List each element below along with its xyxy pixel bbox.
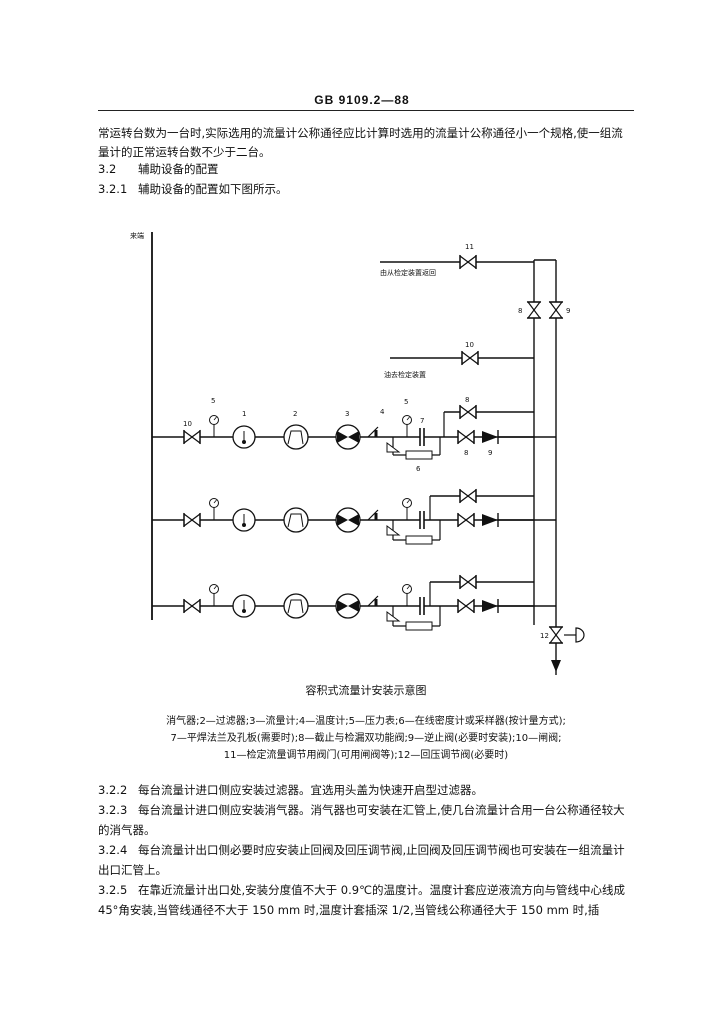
valve-12-icon xyxy=(548,626,564,644)
label-inlet-header: 来端 xyxy=(130,231,144,240)
label-8: 8 xyxy=(465,396,469,404)
label-5: 5 xyxy=(211,397,215,405)
clause-number: 3.2.3 xyxy=(98,803,128,817)
label-10: 10 xyxy=(183,420,192,428)
branch-2 xyxy=(152,488,556,545)
label-10: 10 xyxy=(465,341,474,349)
section-number: 3.2.1 xyxy=(98,182,128,196)
figure-legend-line-1: 消气器;2—过滤器;3—流量计;4—温度计;5—压力表;6—在线密度计或采样器(… xyxy=(166,716,566,727)
valve-8-vertical-icon xyxy=(526,301,542,319)
figure-legend-line-2: 7—平焊法兰及孔板(需要时);8—截止与检漏双功能阀;9—逆止阀(必要时安装);… xyxy=(170,733,562,744)
label-8: 8 xyxy=(464,449,468,457)
valve-11-icon xyxy=(459,254,477,270)
label-9: 9 xyxy=(566,307,570,315)
label-12: 12 xyxy=(540,632,549,640)
label-6: 6 xyxy=(416,465,421,473)
clause-number: 3.2.4 xyxy=(98,843,128,857)
section-number: 3.2 xyxy=(98,162,117,176)
label-9: 9 xyxy=(488,449,492,457)
label-1: 1 xyxy=(242,410,246,418)
clause-number: 3.2.2 xyxy=(98,783,128,797)
valve-9-vertical-icon xyxy=(548,301,564,319)
label-5: 5 xyxy=(404,398,408,406)
section-title: 辅助设备的配置 xyxy=(138,162,219,176)
section-title: 辅助设备的配置如下图所示。 xyxy=(138,182,288,196)
label-11: 11 xyxy=(465,243,474,251)
label-8: 8 xyxy=(518,307,522,315)
clause-text: 每台流量计出口侧必要时应安装止回阀及回压调节阀,止回阀及回压调节阀也可安装在一组… xyxy=(98,843,625,877)
section-3-2-heading: 3.2 辅助设备的配置 xyxy=(98,160,634,179)
figure-legend-line-3: 11—检定流量调节用阀门(可用闸阀等);12—回压调节阀(必要时) xyxy=(223,750,509,761)
clause-text: 在靠近流量计出口处,安装分度值不大于 0.9℃的温度计。温度计套应逆液流方向与管… xyxy=(98,883,626,917)
clause-text: 每台流量计进口侧应安装消气器。消气器也可安装在汇管上,使几台流量计合用一台公称通… xyxy=(98,803,625,837)
valve-10-outlet-icon xyxy=(461,350,479,366)
section-3-2-1-heading: 3.2.1 辅助设备的配置如下图所示。 xyxy=(98,180,634,199)
label-to-calibration: 油去检定装置 xyxy=(384,370,426,379)
label-7: 7 xyxy=(420,417,424,425)
branch-1 xyxy=(152,404,556,460)
header-rule xyxy=(98,110,634,111)
label-return-line: 由从检定装置返回 xyxy=(380,268,436,277)
label-2: 2 xyxy=(293,410,297,418)
clause-3-2-2: 3.2.2 每台流量计进口侧应安装过滤器。宜选用头盖为快速开启型过滤器。 xyxy=(98,780,634,800)
page-header: GB 9109.2—88 xyxy=(314,93,410,107)
clause-text: 每台流量计进口侧应安装过滤器。宜选用头盖为快速开启型过滤器。 xyxy=(138,783,483,797)
label-3: 3 xyxy=(345,410,349,418)
branch-3 xyxy=(152,574,556,631)
clause-number: 3.2.5 xyxy=(98,883,128,897)
figure-caption-title: 容积式流量计安装示意图 xyxy=(305,684,427,697)
label-4: 4 xyxy=(380,408,385,416)
intro-paragraph: 常运转台数为一台时,实际选用的流量计公称通径应比计算时选用的流量计公称通径小一个… xyxy=(98,126,623,159)
